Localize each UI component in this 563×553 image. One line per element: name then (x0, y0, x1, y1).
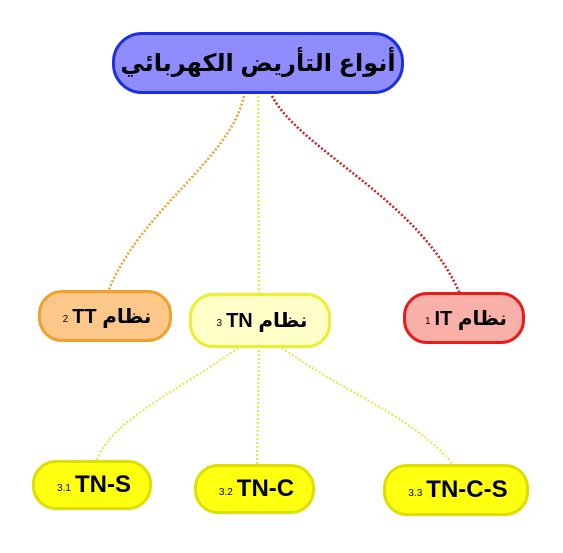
link-tn-tnc (256, 349, 260, 467)
node-it: نظام IT 1 (403, 292, 525, 344)
node-tn-c-number: 3.2 (218, 486, 233, 498)
link-tn-tncs (281, 347, 455, 467)
node-tn-c-label: TN-C (236, 475, 295, 502)
node-tn-s: 3.1 TN-S (32, 460, 152, 510)
root-node: أنواع التأريض الكهربائي (112, 32, 404, 94)
link-root-tn (256, 95, 261, 296)
node-tt-number: 2 (62, 313, 69, 325)
node-tt: نظام TT 2 (38, 290, 172, 342)
link-root-it (270, 95, 462, 295)
node-tn-c-s: 3.3 TN-C-S (383, 464, 529, 516)
node-tn-number: 3 (216, 318, 223, 329)
node-tn-s-label: TN-S (74, 471, 131, 498)
node-it-number: 1 (424, 315, 431, 327)
root-label: أنواع التأريض الكهربائي (120, 49, 396, 77)
node-it-label: نظام IT (434, 307, 508, 330)
node-tn-s-number: 3.1 (57, 482, 71, 494)
node-tn-label: نظام TN (226, 310, 308, 332)
node-tn-c: 3.2 TN-C (194, 464, 315, 514)
node-tn-c-s-label: TN-C-S (426, 476, 508, 503)
node-tn-c-s-number: 3.3 (408, 487, 423, 499)
node-tt-label: نظام TT (72, 305, 152, 328)
node-tn: نظام TN 3 (189, 293, 331, 348)
link-tn-tns (95, 347, 239, 463)
link-root-tt (106, 95, 246, 293)
